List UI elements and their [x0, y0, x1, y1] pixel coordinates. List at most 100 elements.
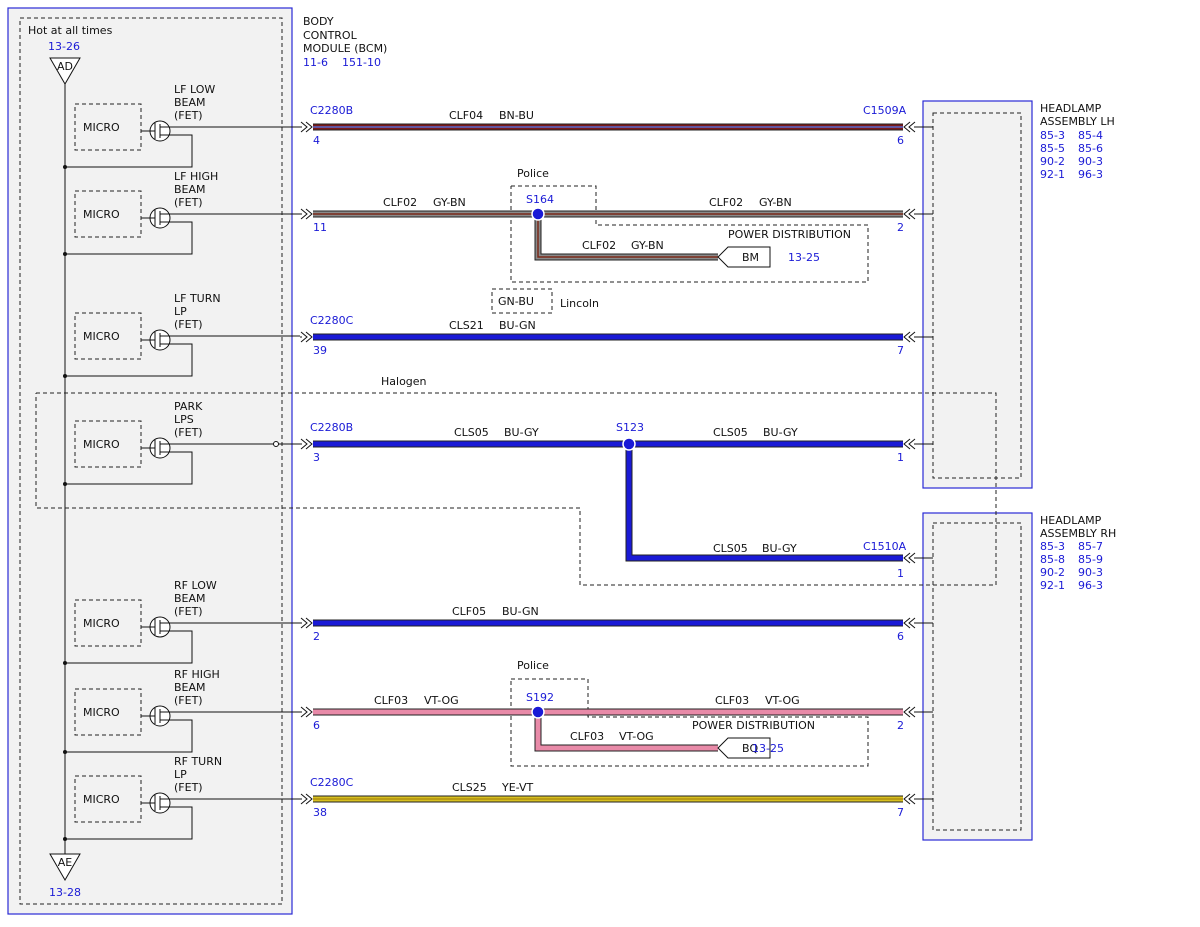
pin-label: 4 — [313, 134, 320, 147]
color-label-2: GY-BN — [759, 196, 792, 209]
end-pin-label: 6 — [897, 630, 904, 643]
driver-label: RF HIGH — [174, 668, 220, 681]
wire-branch-fill — [535, 214, 718, 260]
driver-label: LF TURN — [174, 292, 221, 305]
park-junction — [273, 441, 279, 447]
halogen-region — [35, 392, 997, 586]
lincoln-label: Lincoln — [560, 297, 599, 310]
svg-text:85-5: 85-5 — [1040, 142, 1065, 155]
end-pin-label: 6 — [897, 134, 904, 147]
pin-arrow — [300, 438, 308, 450]
end-pin-label: 7 — [897, 806, 904, 819]
pin-arrow — [300, 617, 308, 629]
driver-label: LPS — [174, 413, 194, 426]
splice-node — [531, 207, 545, 221]
dest-connector-label: BQ — [742, 742, 759, 755]
pin-label: 39 — [313, 344, 327, 357]
end-pin-label: 2 — [897, 221, 904, 234]
pin-arrow — [300, 793, 308, 805]
dest-connector-label: BM — [742, 251, 759, 264]
connector-label: C2280B — [310, 421, 353, 434]
circuit-label-2: CLF02 — [709, 196, 743, 209]
headlamp-rh-inner — [932, 522, 1022, 831]
micro-label: MICRO — [83, 330, 120, 343]
branch-color: GY-BN — [631, 239, 664, 252]
lincoln-color: GN-BU — [498, 295, 534, 308]
driver-label: (FET) — [174, 605, 203, 618]
svg-text:CONTROL: CONTROL — [303, 29, 358, 42]
pin-arrow — [908, 552, 916, 564]
svg-text:151-10: 151-10 — [342, 56, 381, 69]
circuit-label: CLF02 — [383, 196, 417, 209]
circuit-label: CLS25 — [452, 781, 487, 794]
svg-text:11-6: 11-6 — [303, 56, 328, 69]
connector-ae: AE — [49, 853, 81, 882]
bottom-ref: 13-28 — [49, 886, 81, 899]
halogen-label: Halogen — [381, 375, 427, 388]
micro-label: MICRO — [83, 617, 120, 630]
pin-arrow — [908, 706, 916, 718]
micro-label: MICRO — [83, 438, 120, 451]
driver-label: (FET) — [174, 318, 203, 331]
splice-label: S123 — [616, 421, 644, 434]
driver-label: BEAM — [174, 183, 206, 196]
color-label: VT-OG — [424, 694, 459, 707]
svg-text:AE: AE — [58, 856, 73, 869]
driver-label: BEAM — [174, 96, 206, 109]
driver-label: (FET) — [174, 426, 203, 439]
color-label: YE-VT — [501, 781, 534, 794]
headlamp-rh-label: HEADLAMP ASSEMBLY RH 85-3 85-7 85-8 85-9… — [1040, 514, 1116, 592]
dest-connector — [717, 737, 771, 759]
svg-text:85-6: 85-6 — [1078, 142, 1103, 155]
end-pin-label: 1 — [897, 451, 904, 464]
pin-label: 2 — [313, 630, 320, 643]
circuit-label-2: CLF03 — [715, 694, 749, 707]
svg-text:85-3: 85-3 — [1040, 540, 1065, 553]
circuit-label: CLF05 — [452, 605, 486, 618]
svg-text:MODULE (BCM): MODULE (BCM) — [303, 42, 387, 55]
connector-label: C2280C — [310, 314, 354, 327]
svg-text:85-4: 85-4 — [1078, 129, 1103, 142]
pin-arrow — [908, 793, 916, 805]
driver-label: LF LOW — [174, 83, 215, 96]
pin-label: 38 — [313, 806, 327, 819]
driver-label: (FET) — [174, 109, 203, 122]
end-connector-label: C1509A — [863, 104, 907, 117]
branch-color: BU-GY — [762, 542, 797, 555]
pin-arrow — [908, 617, 916, 629]
driver-label: LF HIGH — [174, 170, 218, 183]
driver-label: PARK — [174, 400, 203, 413]
svg-text:85-7: 85-7 — [1078, 540, 1103, 553]
bcm-title: BODY CONTROL MODULE (BCM) 11-6 151-10 — [303, 15, 387, 69]
dest-label: POWER DISTRIBUTION — [692, 719, 815, 732]
pin-arrow — [908, 438, 916, 450]
svg-text:ASSEMBLY LH: ASSEMBLY LH — [1040, 115, 1115, 128]
police-label-2: Police — [517, 659, 549, 672]
lincoln-option-box — [491, 288, 553, 314]
circuit-label-2: CLS05 — [713, 426, 748, 439]
circuit-label: CLS05 — [454, 426, 489, 439]
svg-text:92-1: 92-1 — [1040, 579, 1065, 592]
pin-arrow — [908, 208, 916, 220]
connector-ad: AD — [49, 57, 81, 86]
svg-text:AD: AD — [57, 60, 73, 73]
wire-branch-stripe — [537, 214, 718, 258]
splice-node — [622, 437, 636, 451]
branch-circuit: CLF02 — [582, 239, 616, 252]
svg-text:HEADLAMP: HEADLAMP — [1040, 102, 1102, 115]
dest-label: POWER DISTRIBUTION — [728, 228, 851, 241]
dest-connector — [717, 246, 771, 268]
connector-label: C2280C — [310, 776, 354, 789]
pin-label: 3 — [313, 451, 320, 464]
svg-text:92-1: 92-1 — [1040, 168, 1065, 181]
svg-text:90-3: 90-3 — [1078, 155, 1103, 168]
svg-text:90-2: 90-2 — [1040, 155, 1065, 168]
pin-arrow — [908, 331, 916, 343]
driver-label: (FET) — [174, 196, 203, 209]
